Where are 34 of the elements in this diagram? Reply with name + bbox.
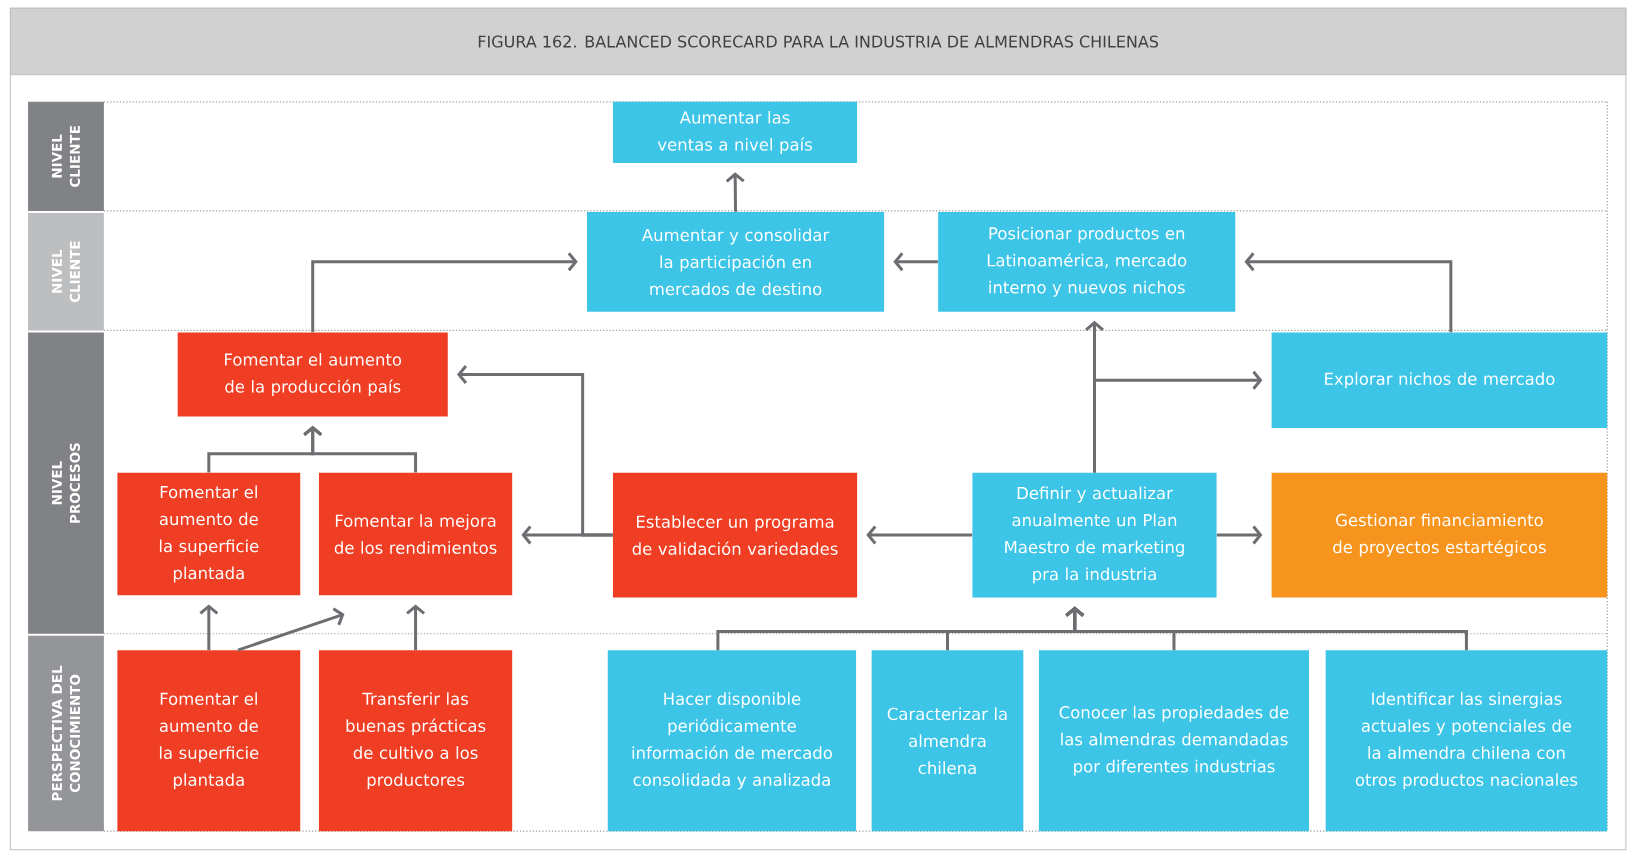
level-band: NIVEL CLIENTE bbox=[28, 101, 104, 211]
arrow bbox=[456, 365, 613, 537]
objective-box: Hacer disponible periódicamente información de mercado consolidada y analizada bbox=[607, 650, 857, 832]
arrow bbox=[1065, 606, 1468, 651]
objective-box: Explorar nichos de mercado bbox=[1271, 332, 1608, 429]
arrow bbox=[303, 425, 418, 473]
arrow bbox=[893, 252, 938, 272]
title-bar: FIGURA 162. BALANCED SCORECARD PARA LA INDUSTRIA DE ALMENDRAS CHILENAS bbox=[9, 7, 1627, 76]
level-band: NIVEL CLIENTE bbox=[28, 212, 104, 331]
arrow bbox=[311, 252, 578, 333]
objective-box: Fomentar el aumento de la producción país bbox=[177, 332, 448, 417]
objective-box: Gestionar financiamiento de proyectos estartégicos bbox=[1271, 472, 1608, 598]
level-band: NIVEL PROCESOS bbox=[28, 332, 104, 634]
arrow bbox=[406, 604, 426, 651]
arrow bbox=[1216, 525, 1263, 545]
arrow bbox=[1244, 252, 1453, 333]
arrow bbox=[866, 525, 973, 545]
objective-box: Fomentar el aumento de la superficie plantada bbox=[117, 472, 301, 596]
objective-box: Fomentar el aumento de la superficie plantada bbox=[117, 650, 301, 832]
objective-box: Fomentar la mejora de los rendimientos bbox=[318, 472, 513, 596]
level-band: PERSPECTIVA DEL CONOCIMIENTO bbox=[28, 635, 104, 832]
objective-box: Definir y actualizar anualmente un Plan Maestro de marketing pra la industria bbox=[972, 472, 1217, 598]
objective-box: Caracterizar la almendra chilena bbox=[871, 650, 1024, 832]
objective-box: Aumentar las ventas a nivel país bbox=[612, 101, 858, 164]
arrow bbox=[1093, 370, 1263, 473]
objective-box: Conocer las propiedades de las almendras demandadas por diferentes industrias bbox=[1038, 650, 1310, 832]
arrow bbox=[725, 172, 745, 212]
objective-box: Identificar las sinergias actuales y potenciales de la almendra chilena con otros productos nacionales bbox=[1325, 650, 1608, 832]
objective-box: Posicionar productos en Latinoamérica, mercado interno y nuevos nichos bbox=[938, 211, 1236, 312]
arrow bbox=[237, 607, 345, 652]
objective-box: Aumentar y consolidar la participación en mercados de destino bbox=[587, 211, 885, 312]
arrow bbox=[199, 604, 219, 651]
objective-box: Establecer un programa de validación variedades bbox=[612, 472, 858, 598]
objective-box: Transferir las buenas prácticas de cultivo a los productores bbox=[318, 650, 513, 832]
